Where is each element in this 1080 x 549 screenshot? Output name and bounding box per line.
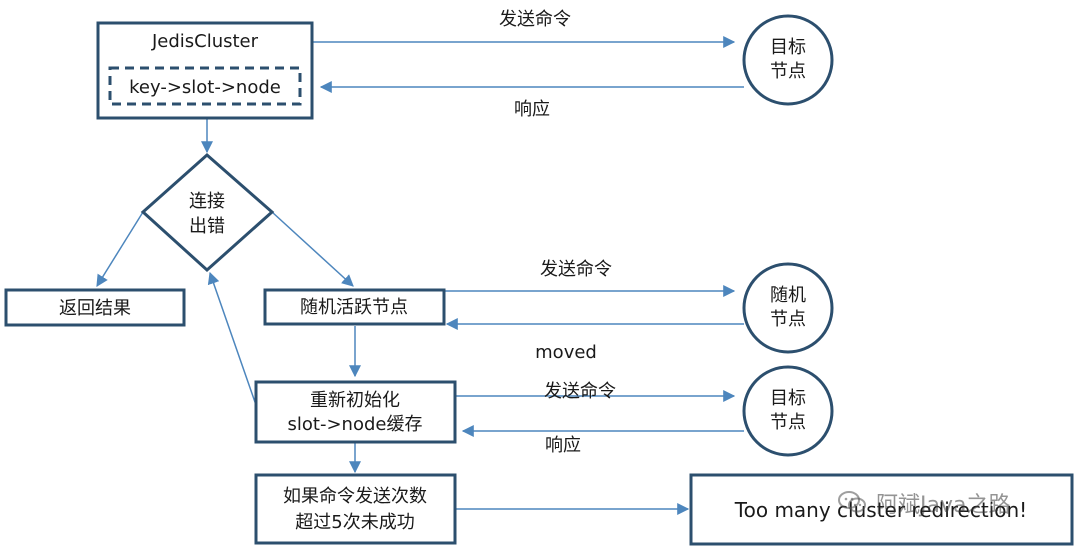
send-command-label-1: 发送命令 (499, 9, 571, 30)
connection-error-line-1: 连接 (189, 191, 225, 212)
moved-label: moved (535, 342, 597, 363)
too-many-redirections-box (689, 473, 1074, 546)
return-result-box (4, 288, 186, 327)
target-node-1-line-1: 目标 (770, 37, 806, 58)
too-many-redirections-label: Too many cluster redirection! (734, 498, 1027, 522)
reinit-cache-box (254, 380, 457, 444)
random-active-node-box (263, 288, 446, 326)
connection-error-line-2: 出错 (189, 216, 225, 237)
connection-error-diamond (140, 152, 275, 273)
reinit-cache-line-1: 重新初始化 (310, 390, 400, 411)
retry-check-line-2: 超过5次未成功 (295, 512, 414, 533)
response-label-1: 响应 (514, 99, 550, 120)
random-node-circle (742, 262, 834, 354)
target-node-2-circle (742, 365, 834, 457)
random-node-line-2: 节点 (770, 309, 806, 330)
response-label-2: 响应 (545, 435, 581, 456)
random-node-line-1: 随机 (770, 285, 806, 306)
target-node-1-circle (742, 14, 834, 106)
retry-check-line-1: 如果命令发送次数 (283, 486, 427, 507)
reinit-cache-line-2: slot->node缓存 (288, 414, 423, 435)
target-node-2-line-2: 节点 (770, 412, 806, 433)
edge-decision-to-return-result (96, 211, 144, 288)
retry-check-box (254, 473, 457, 545)
return-result-label: 返回结果 (59, 298, 131, 319)
send-command-label-2: 发送命令 (540, 259, 612, 280)
send-command-label-3: 发送命令 (544, 381, 616, 402)
key-slot-node-box (108, 66, 302, 106)
key-slot-node-label: key->slot->node (129, 77, 281, 98)
random-active-node-label: 随机活跃节点 (300, 297, 408, 318)
edge-reinit-back-to-decision (207, 271, 257, 406)
target-node-1-line-2: 节点 (770, 61, 806, 82)
jedis-cluster-label: JedisCluster (151, 31, 259, 52)
edge-decision-to-random-active-node (271, 211, 354, 287)
target-node-2-line-1: 目标 (770, 388, 806, 409)
